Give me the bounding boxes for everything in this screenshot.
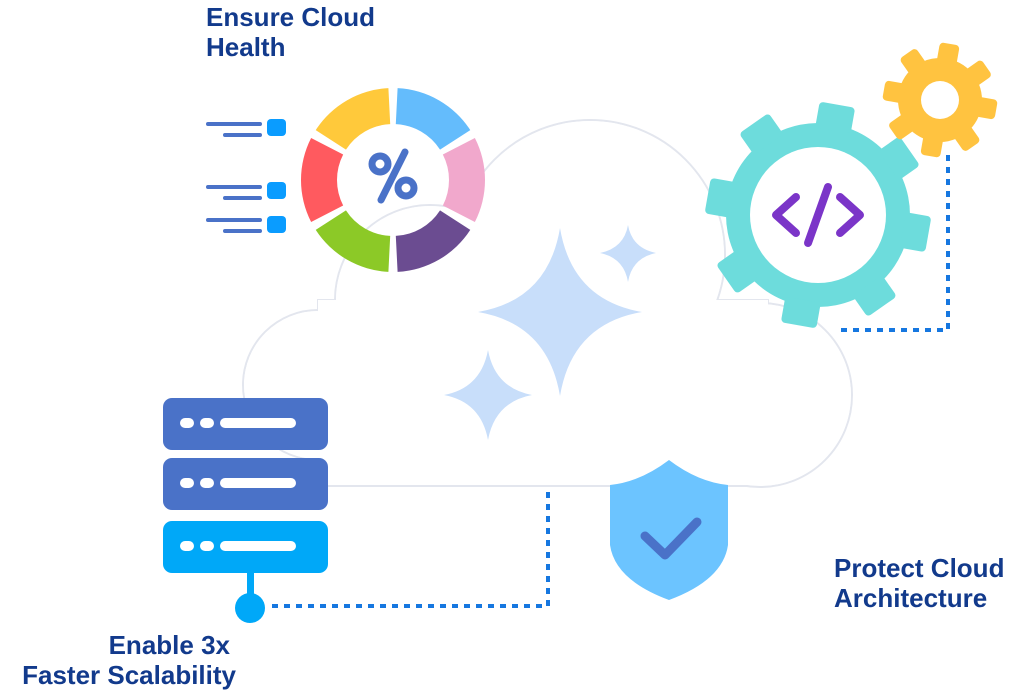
- gear-tooth: [705, 178, 736, 218]
- donut-segment: [442, 138, 485, 222]
- gear-tooth: [815, 102, 855, 133]
- gear-tooth: [781, 297, 821, 328]
- donut-segment: [315, 210, 391, 272]
- gear-tooth: [974, 97, 998, 120]
- label-enable-faster-scalability: Enable 3x Faster Scalability: [22, 630, 236, 690]
- label-protect-cloud-architecture: Protect Cloud Architecture: [834, 553, 1004, 613]
- gear-code-icon: [705, 102, 931, 328]
- gear-tooth: [882, 80, 906, 103]
- percent-icon: [368, 148, 418, 204]
- label-line: Health: [206, 32, 286, 62]
- gear-tooth: [854, 276, 896, 316]
- donut-segment: [315, 88, 391, 150]
- gear-tooth: [965, 60, 991, 86]
- gear-tooth: [954, 125, 980, 151]
- gear-tooth: [920, 134, 943, 158]
- gear-tooth: [900, 49, 926, 75]
- gear-tooth: [900, 212, 931, 252]
- label-line: Faster Scalability: [22, 660, 236, 690]
- gear-tooth: [740, 114, 782, 154]
- label-line: Enable 3x: [108, 630, 230, 660]
- label-line: Architecture: [834, 583, 988, 613]
- gear-tooth: [879, 137, 919, 179]
- donut-segment: [301, 138, 344, 222]
- server-stack-icon: [163, 398, 328, 623]
- donut-segment: [395, 88, 471, 150]
- gear-icon: [882, 42, 998, 158]
- gear-tooth: [937, 42, 960, 66]
- label-line: Protect Cloud: [834, 553, 1005, 583]
- gear-tooth: [889, 114, 915, 140]
- label-ensure-cloud-health: Ensure Cloud Health: [206, 2, 375, 62]
- shield-check-icon: [610, 460, 728, 600]
- gear-tooth: [717, 251, 757, 293]
- legend-lines: [206, 119, 286, 233]
- label-line: Ensure Cloud: [206, 2, 376, 32]
- donut-chart-icon: [301, 88, 485, 272]
- sparkle-icon: [444, 225, 656, 440]
- dotted-connector: [268, 155, 950, 608]
- donut-segment: [395, 210, 471, 272]
